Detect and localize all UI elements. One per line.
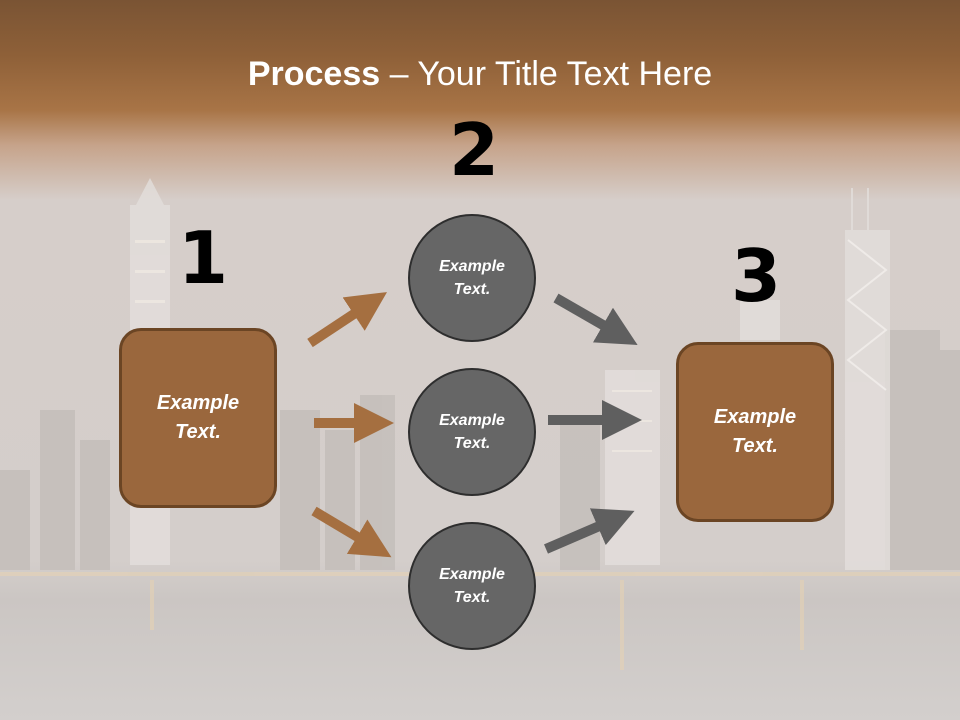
slide-title: Process – Your Title Text Here <box>0 52 960 96</box>
step-1-box-label: Example Text. <box>156 392 240 443</box>
circle-bottom-label: Example Text. <box>439 566 505 606</box>
step-1-box: Example Text. <box>119 328 277 508</box>
step-1-number: 1 <box>178 216 229 300</box>
circle-top: Example Text. <box>408 214 536 342</box>
arrow-box1-to-circle-bottom <box>311 506 392 558</box>
arrow-circle-top-to-box3 <box>553 293 638 345</box>
circle-middle: Example Text. <box>408 368 536 496</box>
step-3-number: 3 <box>731 234 782 318</box>
circle-bottom: Example Text. <box>408 522 536 650</box>
slide-title-bold: Process <box>247 55 381 93</box>
step-2-number: 2 <box>449 108 500 192</box>
circle-top-label: Example Text. <box>439 258 505 298</box>
arrow-box1-to-circle-top <box>307 292 388 348</box>
step-3-box-label: Example Text. <box>713 406 797 457</box>
arrow-circle-bottom-to-box3 <box>544 508 635 554</box>
step-3-box: Example Text. <box>676 342 834 522</box>
circle-middle-label: Example Text. <box>439 412 505 452</box>
slide-title-rest: – Your Title Text Here <box>380 55 713 93</box>
